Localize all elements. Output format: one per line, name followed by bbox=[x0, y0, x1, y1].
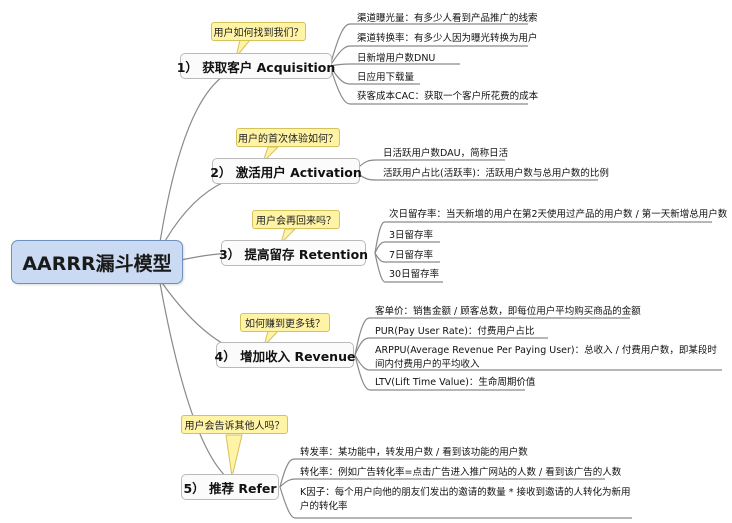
leaf-refer-3: K因子：每个用户向他的朋友们发出的邀请的数量 * 接收到邀请的人转化为新用户的转… bbox=[300, 487, 631, 512]
branch-5-question: 用户会告诉其他人吗？ bbox=[181, 415, 288, 434]
branch-2-question: 用户的首次体验如何？ bbox=[236, 128, 340, 147]
leaf-revenue-4: LTV(Lift Time Value)：生命周期价值 bbox=[375, 377, 536, 388]
root-node: AARRR漏斗模型 bbox=[11, 240, 183, 284]
leaf-refer-2: 转化率：例如广告转化率=点击广告进入推广网站的人数 / 看到该广告的人数 bbox=[300, 467, 622, 478]
branch-acquisition: 1） 获取客户 Acquisition bbox=[177, 53, 335, 79]
leaf-acquisition-1: 渠道曝光量：有多少人看到产品推广的线索 bbox=[357, 13, 538, 24]
root-label: AARRR漏斗模型 bbox=[22, 252, 172, 275]
leaf-revenue-3: ARPPU(Average Revenue Per Paying User)：总… bbox=[375, 345, 717, 370]
branch-retention: 3） 提高留存 Retention bbox=[219, 240, 368, 266]
leaf-acquisition-2: 渠道转换率：有多少人因为曝光转换为用户 bbox=[357, 33, 538, 44]
branch-refer: 5） 推荐 Refer bbox=[181, 474, 279, 500]
leaf-acquisition-3: 日新增用户数DNU bbox=[357, 53, 436, 64]
branch-activation: 2） 激活用户 Activation bbox=[210, 158, 362, 184]
leaf-retention-3: 7日留存率 bbox=[389, 250, 434, 261]
leaf-refer-1: 转发率：某功能中，转发用户数 / 看到该功能的用户数 bbox=[300, 447, 528, 458]
leaf-acquisition-5: 获客成本CAC：获取一个客户所花费的成本 bbox=[357, 91, 539, 102]
branch-revenue: 4） 增加收入 Revenue bbox=[215, 342, 355, 368]
leaf-activation-1: 日活跃用户数DAU，简称日活 bbox=[383, 148, 509, 159]
leaf-revenue-1: 客单价：销售金额 / 顾客总数，即每位用户平均购买商品的金额 bbox=[375, 306, 641, 317]
leaf-revenue-2: PUR(Pay User Rate)：付费用户占比 bbox=[375, 326, 535, 337]
leaf-retention-2: 3日留存率 bbox=[389, 230, 434, 241]
leaf-retention-4: 30日留存率 bbox=[389, 269, 440, 280]
branch-3-question: 用户会再回来吗？ bbox=[252, 210, 340, 229]
leaf-activation-2: 活跃用户占比(活跃率)：活跃用户数与总用户数的比例 bbox=[383, 168, 609, 179]
leaf-acquisition-4: 日应用下载量 bbox=[357, 72, 415, 83]
branch-4-question: 如何赚到更多钱？ bbox=[240, 313, 330, 332]
branch-1-question: 用户如何找到我们？ bbox=[211, 22, 306, 41]
leaf-retention-1: 次日留存率：当天新增的用户在第2天使用过产品的用户数 / 第一天新增总用户数 bbox=[389, 209, 728, 220]
